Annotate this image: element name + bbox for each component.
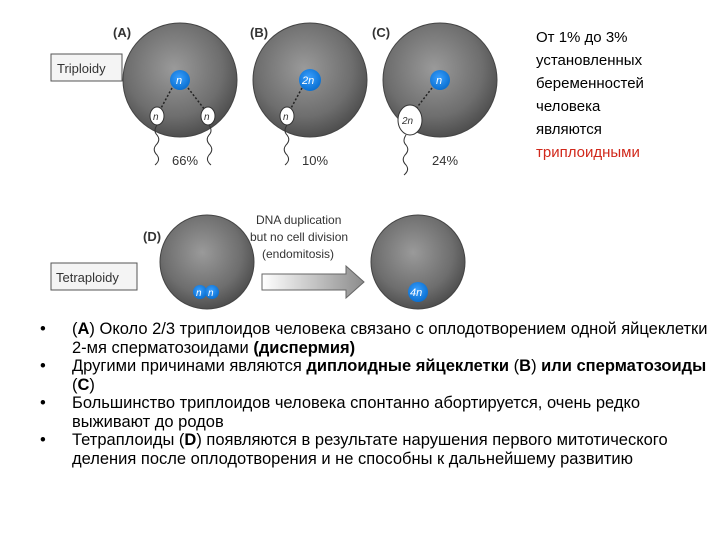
cell-b-sperm-label: n [283, 112, 289, 123]
bullet-2-bold: или сперматозоиды [541, 357, 707, 375]
note-line-1: От 1% до 3% [536, 29, 628, 46]
bullet-4: • Тетраплоиды (D) появляются в результат… [40, 431, 710, 468]
bullet-marker: • [40, 394, 46, 412]
bullet-list: • (A) Около 2/3 триплоидов человека связ… [40, 320, 710, 468]
cell-c-sperm-label: 2n [401, 116, 414, 127]
bullet-1-text: ( [72, 320, 78, 338]
bullet-3: • Большинство триплоидов человека спонта… [40, 394, 710, 431]
triploidy-frequency-note: От 1% до 3% установленных беременностей … [536, 26, 706, 164]
bullet-1-bold: A [77, 320, 90, 338]
bullet-marker: • [40, 357, 46, 375]
cell-a-sperm1-label: n [153, 112, 159, 123]
cell-d-nucleus1-label: n [196, 288, 202, 299]
cell-b-percent: 10% [302, 153, 328, 168]
note-highlight: триплоидными [536, 144, 640, 161]
tetraploidy-label: Tetraploidy [56, 270, 119, 285]
cell-4n-label: 4n [410, 287, 422, 299]
bullet-4-text: Тетраплоиды ( [72, 431, 185, 449]
note-line-2: установленных [536, 52, 643, 69]
bullet-2-bold: C [77, 375, 90, 394]
bullet-3-text: Большинство триплоидов человека спонтанн… [72, 394, 641, 431]
endomitosis-arrow: DNA duplication but no cell division (en… [250, 213, 365, 300]
cell-d: n n [159, 214, 255, 310]
triploidy-label-box [50, 53, 123, 82]
cell-c-nucleus-label: n [436, 75, 442, 87]
cell-4n: 4n [370, 214, 466, 310]
bullet-2-bold: диплоидные яйцеклетки [306, 357, 510, 375]
bullet-1-text: ) Около 2/3 триплоидов человека связано … [72, 320, 708, 357]
bullet-2-text: ( [72, 375, 78, 394]
panel-b-label: (B) [250, 25, 268, 40]
arrow-text-3: (endomitosis) [262, 247, 334, 261]
cell-b: 2n n 10% [252, 22, 368, 168]
note-line-4: человека [536, 98, 601, 115]
cell-c: n 2n 24% [382, 22, 498, 176]
bullet-2-text: ( [509, 357, 520, 375]
tetraploidy-label-box [50, 262, 138, 291]
note-line-5: являются [536, 121, 602, 138]
cell-a-nucleus-label: n [176, 75, 182, 87]
bullet-4-text: ) появляются в результате нарушения перв… [72, 431, 668, 468]
bullet-1-bold: (диспермия) [253, 338, 356, 357]
panel-c-label: (C) [372, 25, 390, 40]
bullet-marker: • [40, 431, 46, 449]
cell-a-sperm2-label: n [204, 112, 210, 123]
bullet-2-bold: B [519, 357, 532, 375]
bullet-marker: • [40, 320, 46, 338]
cell-d-nucleus2-label: n [208, 288, 214, 299]
triploidy-label: Triploidy [57, 61, 106, 76]
arrow-text-2: but no cell division [250, 230, 348, 244]
cell-a-percent: 66% [172, 153, 198, 168]
panel-a-label: (A) [113, 25, 131, 40]
cell-a: n n n 66% [122, 22, 238, 168]
bullet-2: • Другими причинами являются диплоидные … [40, 357, 710, 394]
ploidy-figure: (A) (B) (C) (D) Triploidy n n n 66% 2n n… [50, 22, 498, 310]
panel-d-label: (D) [143, 229, 161, 244]
cell-c-percent: 24% [432, 153, 458, 168]
arrow-text-1: DNA duplication [256, 213, 341, 227]
bullet-4-bold: D [184, 431, 197, 449]
note-line-3: беременностей [536, 75, 644, 92]
bullet-2-text: Другими причинами являются [72, 357, 307, 375]
bullet-2-text: ) [531, 357, 542, 375]
bullet-1: • (A) Около 2/3 триплоидов человека связ… [40, 320, 710, 357]
cell-b-nucleus-label: 2n [301, 75, 314, 87]
bullet-2-text: ) [89, 375, 95, 394]
